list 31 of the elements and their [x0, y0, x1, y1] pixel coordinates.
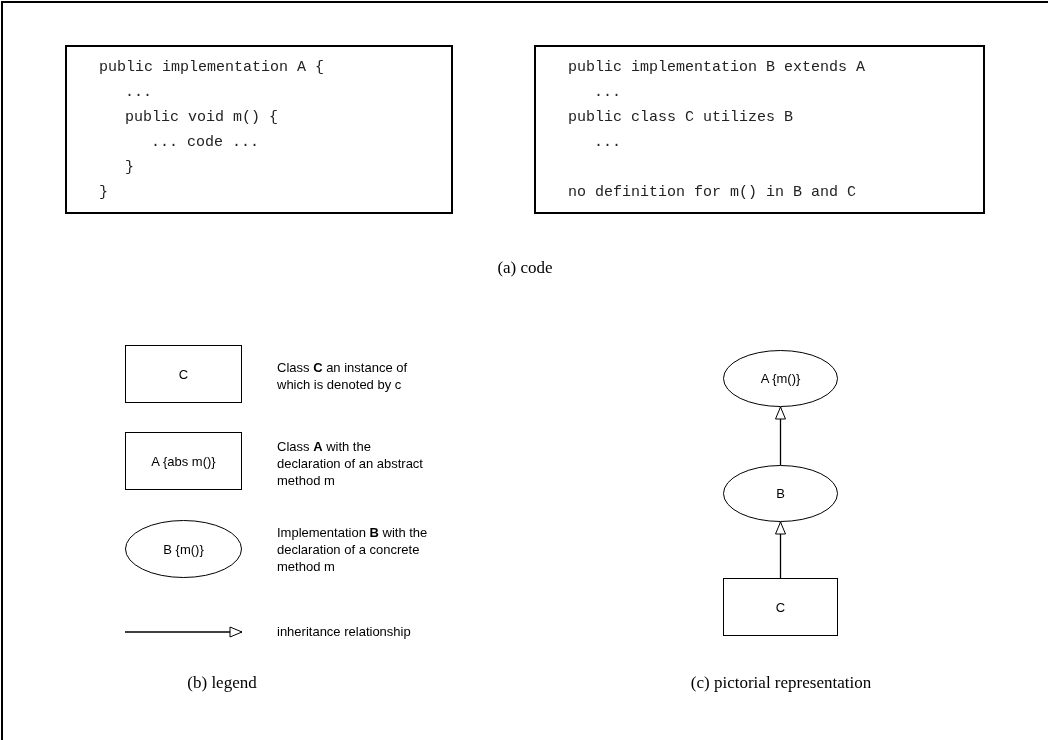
panel-caption: (c) pictorial representation — [690, 673, 872, 693]
legend-description: Class A with the declaration of an abstract method m — [277, 438, 424, 489]
code-line: public class C utilizes B — [568, 109, 794, 127]
class-name: C — [775, 599, 786, 615]
implementation-name: B — [776, 486, 785, 501]
class-box — [125, 432, 242, 490]
legend-description: Implementation B with the declaration of a concrete method m — [277, 524, 429, 575]
legend-description: Class C an instance of which is denoted by c — [277, 359, 409, 393]
implementation-name: B {m()} — [163, 541, 204, 557]
inheritance-arrow — [775, 406, 786, 466]
code-line: public implementation A { — [99, 59, 325, 77]
inheritance-arrow — [775, 521, 786, 579]
code-box — [65, 45, 453, 214]
class-name: C — [178, 366, 189, 382]
code-line: no definition for m() in B and C — [568, 184, 857, 202]
code-box — [534, 45, 985, 214]
code-line: } — [125, 159, 134, 177]
code-line: public void m() { — [125, 109, 279, 127]
code-line: } — [99, 184, 108, 202]
code-line: ... — [594, 84, 621, 102]
legend-text: inheritance relationship — [277, 623, 411, 640]
class-name: A {abs m()} — [151, 453, 216, 469]
code-line: ... code ... — [151, 134, 260, 152]
panel-caption: (a) code — [497, 258, 553, 278]
class-box — [723, 578, 838, 636]
panel-caption: (b) legend — [187, 673, 257, 693]
code-line: public implementation B extends A — [568, 59, 866, 77]
class-box — [125, 345, 242, 403]
code-line: ... — [594, 134, 621, 152]
code-line: ... — [125, 84, 152, 102]
implementation-name: A {m()} — [760, 371, 801, 386]
